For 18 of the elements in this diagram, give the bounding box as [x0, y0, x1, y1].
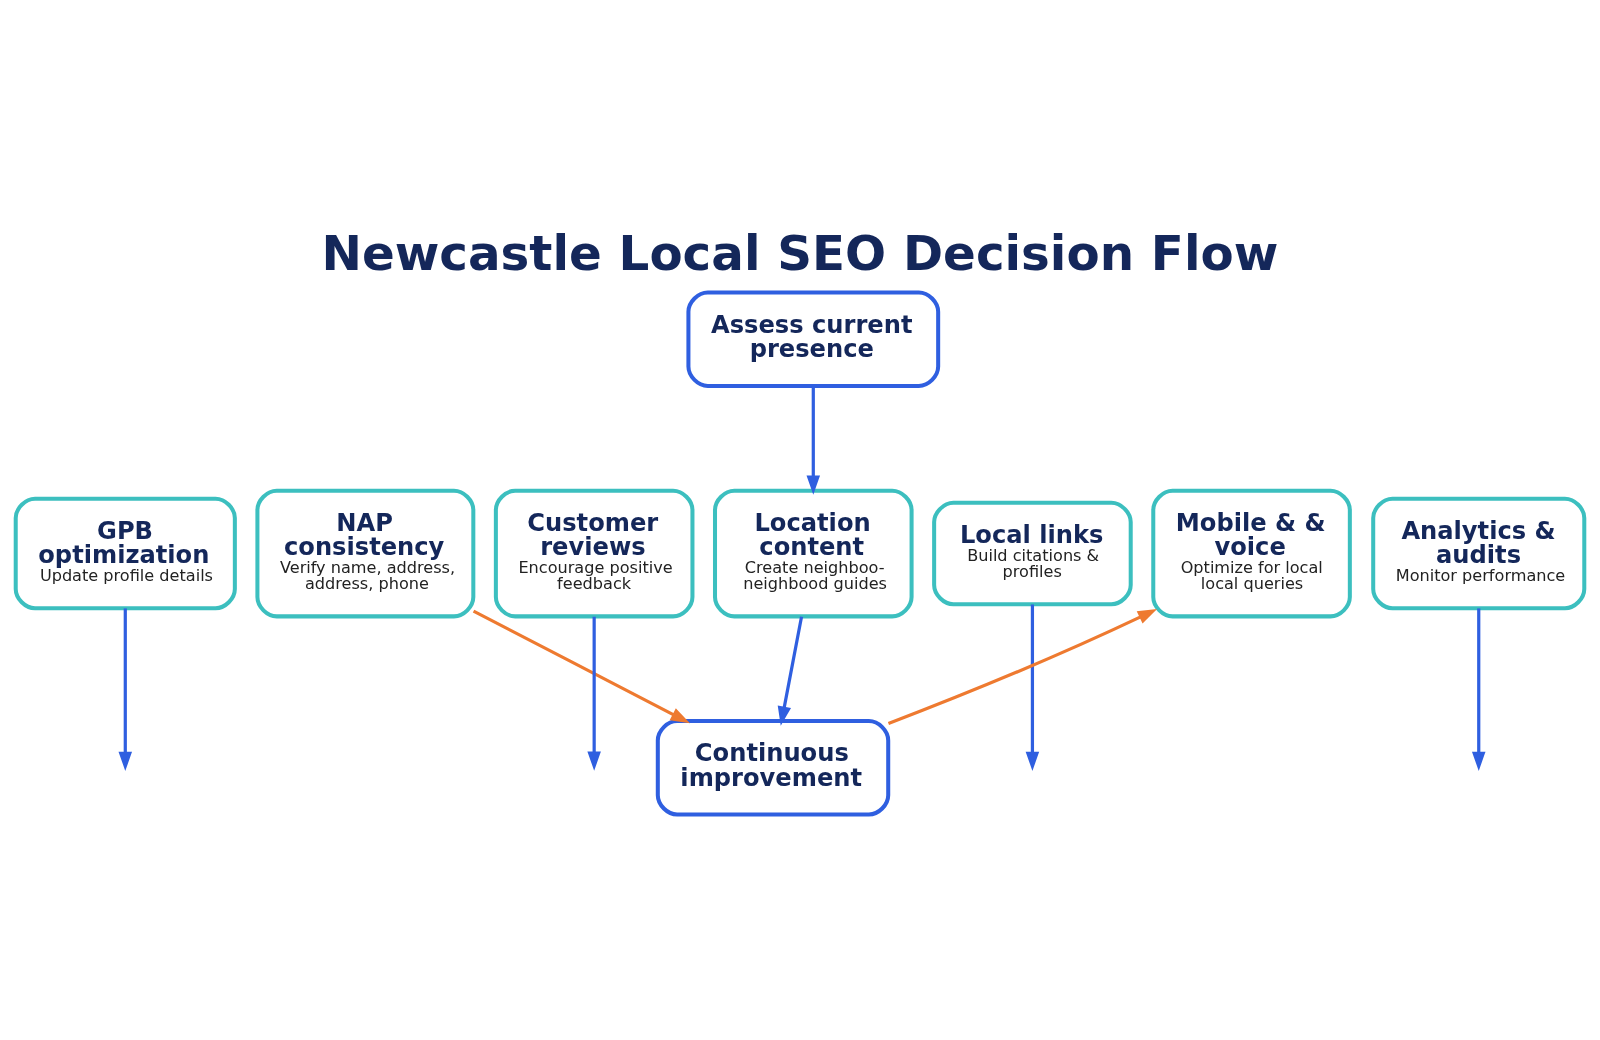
- node-box: Mobile & & voice Optimize for local local queries: [1151, 488, 1352, 618]
- diagram-title: Newcastle Local SEO Decision Flow: [321, 224, 1279, 281]
- node-box: Local links Build citations & profiles: [932, 500, 1133, 606]
- node-box: NAP consistency Verify name, address, address, phone: [255, 488, 476, 618]
- arrow: [118, 607, 133, 771]
- arrow: [587, 616, 601, 771]
- arrow: [1025, 604, 1040, 771]
- node-box: Assess current presence: [686, 290, 941, 388]
- node-box: Location content Create neighboo- neighbood guides: [713, 488, 914, 618]
- node-box: GPB optimization Update profile details: [13, 496, 237, 610]
- arrow: [472, 609, 690, 723]
- arrow: [806, 385, 821, 495]
- node-box: Customer reviews Encourage positive feedback: [493, 488, 695, 618]
- arrow: [1471, 607, 1486, 771]
- node-box: Analytics & audits Monitor performance: [1371, 496, 1587, 610]
- arrow: [777, 615, 804, 726]
- node-box: Continuous improvement: [655, 718, 891, 817]
- arrow: [887, 608, 1158, 725]
